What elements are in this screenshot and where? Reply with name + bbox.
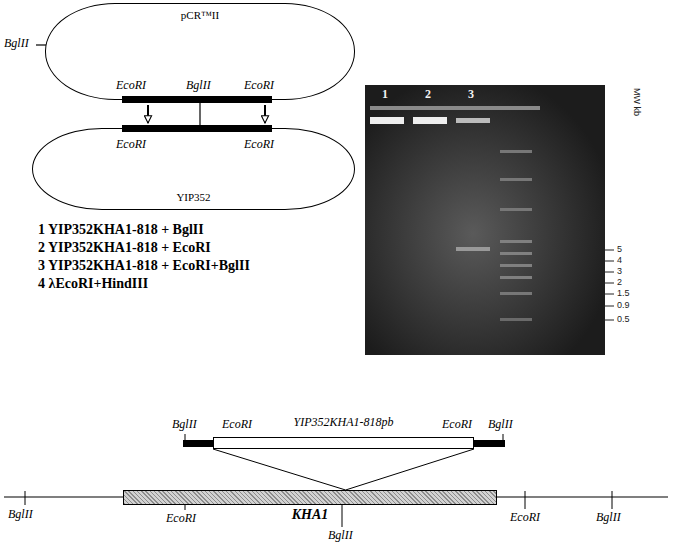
lane-key: 4 λEcoRI+HindIII [38,276,148,292]
gel-band [500,292,532,295]
lane-number: 3 [468,88,474,102]
site-label: BglII [596,511,621,525]
mw-tick [603,294,614,295]
site-tick [185,434,186,440]
gel-band [500,318,532,321]
site-label: BglII [4,37,29,51]
site-label: EcoRI [510,511,540,525]
gel-band [500,150,532,153]
node-label: YIP352KHA1-818pb [214,416,473,430]
axis-title: MW kb [632,88,642,116]
gel-band [456,247,490,251]
size-marker: 2 [617,277,622,287]
gel-photo [365,85,614,355]
lane-key: 1 YIP352KHA1-818 + BglII [38,222,204,238]
size-marker: 1.5 [617,288,630,298]
site-tick [612,491,613,509]
node-label: YIP352 [176,191,210,204]
site-label: EcoRI [222,418,252,432]
insertion-line [346,449,474,490]
size-marker: 4 [617,255,622,265]
size-marker: 3 [617,266,622,276]
mw-tick [603,261,614,262]
site-label: BglII [172,418,197,432]
lane-number: 2 [425,88,431,102]
transfer-arrow [147,105,149,123]
site-tick [503,434,504,440]
gel-wells [370,106,540,110]
lane-number: 1 [382,88,388,102]
mw-tick [603,272,614,273]
gel-band [500,276,532,279]
mw-tick [603,283,614,284]
plasmid-outline: YIP352 [32,128,355,210]
site-tick [342,505,343,527]
construct-box: YIP352KHA1-818pb [213,437,474,449]
site-line [199,96,200,125]
transfer-arrow [264,105,266,123]
gel-band [370,117,404,124]
site-tick [25,491,26,505]
lane-key: 2 YIP352KHA1-818 + EcoRI [38,240,211,256]
site-label: BglII [328,529,353,543]
gel-band [500,208,532,211]
mw-tick [603,320,614,321]
site-label: BglII [186,79,211,93]
lane-key: 3 YIP352KHA1-818 + EcoRI+BglII [38,258,250,274]
insertion-line [213,449,346,490]
node-label: pCR™II [181,9,219,22]
gel-band [413,117,447,124]
mw-tick [603,250,614,251]
site-label: EcoRI [244,138,274,152]
site-label: BglII [488,418,513,432]
gel-ground [365,85,605,355]
size-marker: 5 [617,244,622,254]
site-label: EcoRI [244,79,274,93]
gel-band [456,118,490,123]
site-label: EcoRI [116,79,146,93]
gel-band [500,252,532,255]
size-marker: 0.9 [617,300,630,310]
site-label: EcoRI [116,138,146,152]
gel-band [500,178,532,181]
site-tick [525,491,526,509]
site-label: EcoRI [166,512,196,526]
gel-band [500,264,532,267]
plasmid-inserts [36,45,272,132]
size-marker: 0.5 [617,314,630,324]
gel-band [500,240,532,243]
gene-box: KHA1 [123,490,497,505]
site-label: BglII [8,508,33,522]
mw-tick [603,306,614,307]
genome-map [4,491,668,527]
site-label: EcoRI [442,418,472,432]
